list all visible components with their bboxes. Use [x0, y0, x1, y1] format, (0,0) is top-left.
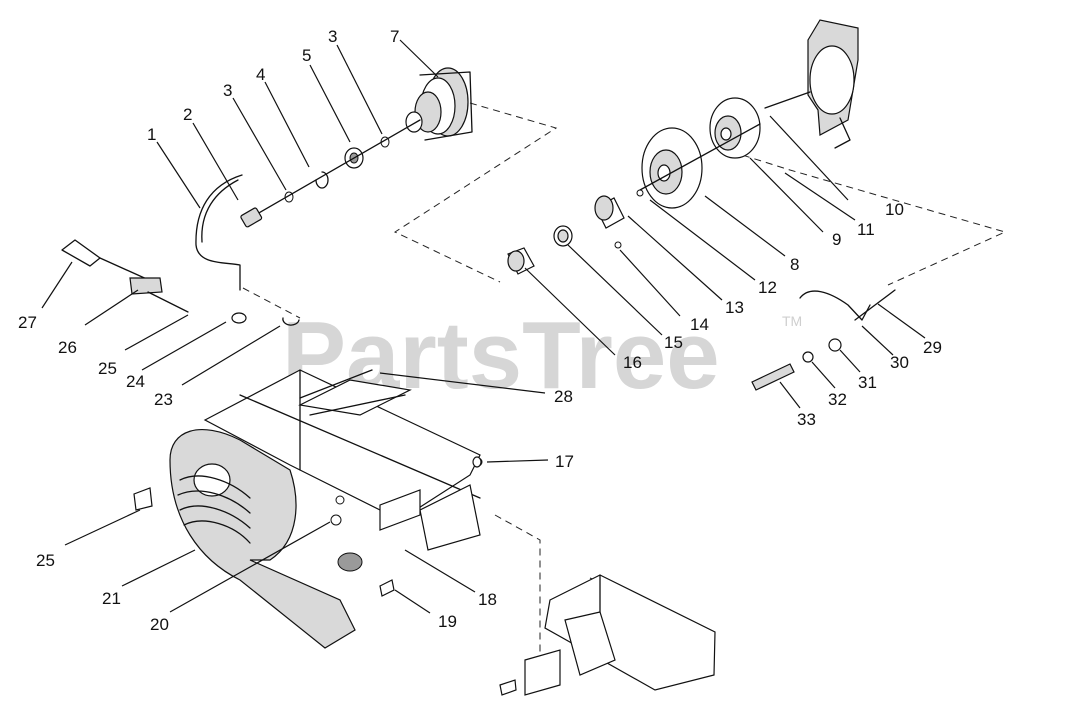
callout-19: 19	[438, 612, 457, 631]
callout-13: 13	[725, 298, 744, 317]
callout-4: 4	[256, 65, 265, 84]
callout-8: 8	[790, 255, 799, 274]
callout-29: 29	[923, 338, 942, 357]
callout-21: 21	[102, 589, 121, 608]
callout-30: 30	[890, 353, 909, 372]
callout-24: 24	[126, 372, 145, 391]
callout-11: 11	[857, 220, 875, 239]
callout-17: 17	[555, 452, 574, 471]
callout-28: 28	[554, 387, 573, 406]
bolts-misc	[299, 369, 482, 597]
callout-10: 10	[885, 200, 904, 219]
pulley-large	[639, 123, 761, 209]
callout-16: 16	[623, 353, 642, 372]
callout-15: 15	[664, 333, 683, 352]
callout-14: 14	[690, 315, 709, 334]
pulley-upper-left	[405, 67, 473, 141]
control-rod	[195, 174, 243, 291]
engine-housing	[764, 19, 859, 149]
callout-20: 20	[150, 615, 169, 634]
callout-5: 5	[302, 46, 311, 65]
shaft-upper-left	[240, 119, 421, 228]
callout-25b: 25	[36, 551, 55, 570]
leader-lines	[41, 39, 926, 614]
callout-32: 32	[828, 390, 847, 409]
control-lever-right	[751, 289, 896, 391]
rear-hitch-bracket	[499, 574, 716, 696]
callout-2: 2	[183, 105, 192, 124]
frame-chassis	[203, 369, 483, 551]
hood-shroud	[133, 429, 363, 649]
callout-18: 18	[478, 590, 497, 609]
bushings-right	[507, 189, 644, 275]
callout-labels: 1 2 3 3 4 5 7 10 11 9 8 12 13 14 15 16 2…	[18, 27, 942, 634]
callout-25a: 25	[98, 359, 117, 378]
callout-3b: 3	[328, 27, 337, 46]
callout-7: 7	[390, 27, 399, 46]
callout-12: 12	[758, 278, 777, 297]
bracket-linkage	[61, 239, 300, 326]
callout-9: 9	[832, 230, 841, 249]
callout-23: 23	[154, 390, 173, 409]
pulley-upper-right	[709, 97, 761, 159]
callout-27: 27	[18, 313, 37, 332]
callout-1: 1	[147, 125, 156, 144]
watermark-trademark: TM	[782, 313, 802, 329]
callout-3a: 3	[223, 81, 232, 100]
callout-31: 31	[858, 373, 877, 392]
callout-33: 33	[797, 410, 816, 429]
callout-26: 26	[58, 338, 77, 357]
